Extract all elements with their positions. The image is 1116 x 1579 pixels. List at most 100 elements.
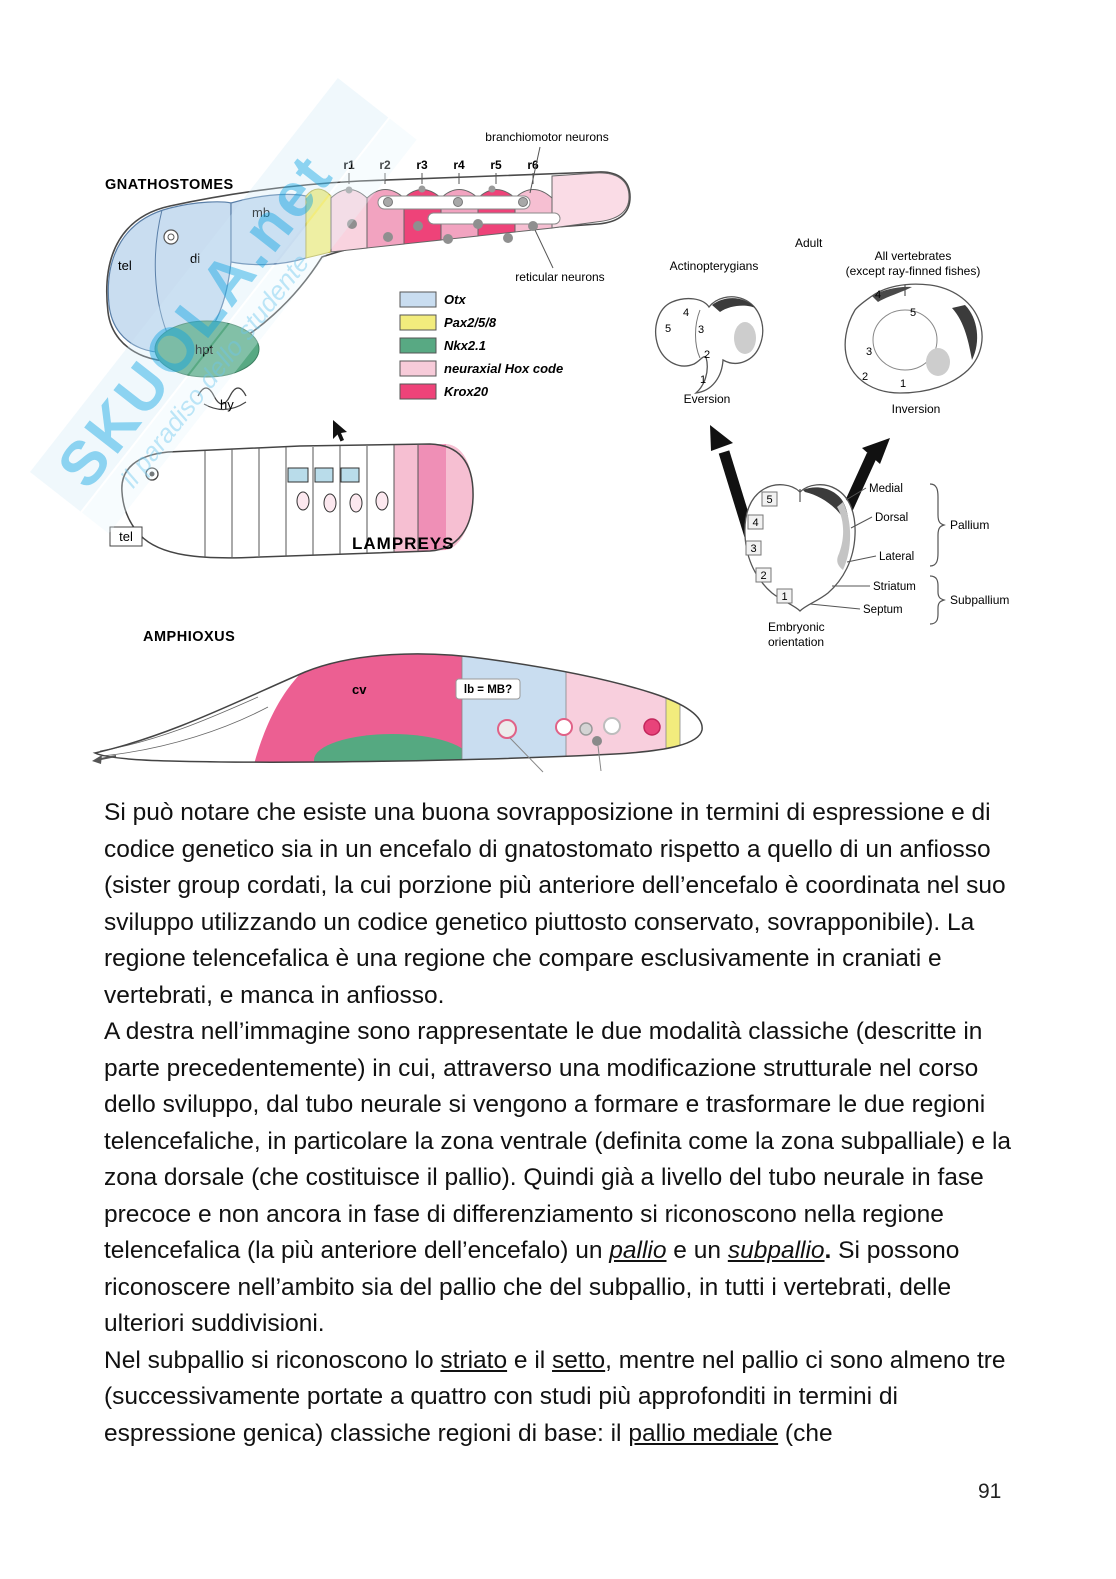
eversion-number-4: 4 [683, 307, 689, 319]
legend-label-nkx: Nkx2.1 [444, 338, 486, 353]
tel-label: tel [118, 258, 132, 273]
comparative-diagram: Adult Actinopterygians All vertebrates (… [655, 236, 1009, 649]
r2-label: r2 [379, 158, 391, 172]
all-vertebrates-label-1: All vertebrates [875, 249, 952, 263]
amphioxus-cell-3 [579, 722, 593, 736]
watermark-ribbon-2 [81, 118, 417, 534]
lampreys-title: LAMPREYS [352, 534, 454, 553]
body-text: Si può notare che esiste una buona sovra… [104, 795, 1016, 1452]
inversion-number-2: 2 [862, 371, 868, 383]
lamprey-tel-box [109, 526, 143, 547]
legend-label-krox: Krox20 [444, 384, 489, 399]
embryonic-orientation-label-1: Embryonic [768, 620, 825, 634]
eversion-number-2: 2 [704, 349, 710, 361]
amphioxus-diagram: AMPHIOXUS cv lb = MB? [92, 629, 703, 773]
embryonic-gray-band [837, 502, 851, 570]
inversion-number-3: 3 [866, 346, 872, 358]
lamprey-pink-endcap [446, 444, 474, 550]
inversion-dark-top [872, 286, 912, 302]
inversion-gray-region [926, 348, 950, 376]
reticular-column [427, 212, 561, 225]
embryonic-number-2: 2 [760, 570, 766, 582]
mouse-cursor-icon [333, 420, 347, 442]
embryonic-number-4: 4 [752, 517, 758, 529]
adult-label: Adult [795, 236, 823, 250]
hypophysis-squiggle [197, 387, 247, 405]
striatum-label: Striatum [873, 581, 916, 593]
hypothalamus-region [154, 320, 260, 378]
r3-label: r3 [416, 158, 428, 172]
inversion-label: Inversion [892, 402, 941, 416]
hpt-label: hpt [195, 342, 213, 357]
tel-di-divider [154, 209, 171, 341]
page-number: 91 [978, 1480, 1002, 1503]
paragraph: Si può notare che esiste una buona sovra… [104, 799, 1006, 1009]
amphioxus-cell-2 [555, 718, 573, 736]
hypophysis-arc [203, 401, 247, 411]
hy-label: hy [220, 397, 234, 412]
medial-label: Medial [869, 483, 903, 495]
embryonic-medial-dark [803, 487, 849, 526]
legend-label-pax: Pax2/5/8 [444, 315, 497, 330]
eye-vesicle-inner [167, 233, 175, 241]
r6-label: r6 [527, 158, 539, 172]
amphioxus-cv-label: cv [352, 682, 367, 697]
hox-tube [551, 172, 630, 229]
embryonic-number-tags: 5 4 3 2 1 [745, 491, 793, 604]
reticular-neurons-label: reticular neurons [515, 270, 604, 284]
legend-swatch-otx [399, 291, 437, 308]
subpallium-label: Subpallium [950, 593, 1009, 607]
eversion-inner-line [695, 309, 701, 359]
mb-label: mb [252, 205, 270, 220]
watermark-ribbon [29, 78, 389, 512]
subpallium-brace [929, 575, 946, 625]
lamprey-tel-label: tel [119, 529, 133, 544]
lamprey-eye-inner [149, 471, 155, 477]
actinopterygians-label: Actinopterygians [670, 259, 759, 273]
eversion-gray-region [734, 322, 756, 354]
embryonic-region-leaders [809, 487, 877, 610]
eversion-label: Eversion [684, 392, 731, 406]
figure-neuro-diagrams: GNATHOSTOMES [0, 0, 1116, 780]
inversion-ventricle [872, 309, 938, 371]
embryonic-section: 5 4 3 2 1 Medial Dorsal Lateral Striatum [744, 483, 1009, 649]
inversion-number-1: 1 [900, 378, 906, 390]
amphioxus-cell-4 [592, 736, 602, 746]
eversion-number-5: 5 [665, 323, 671, 335]
amphioxus-regions [252, 653, 681, 763]
reticular-neuron-dots [347, 219, 538, 244]
paragraph: A destra nell’immagine sono rappresentat… [104, 1018, 1012, 1337]
di-label: di [190, 251, 200, 266]
pallium-brace [929, 483, 946, 567]
embryonic-number-5: 5 [766, 494, 772, 506]
r5-label: r5 [490, 158, 502, 172]
paragraph: Nel subpallio si riconoscono lo striato … [104, 1346, 1006, 1447]
lamprey-pink-band-2 [418, 444, 446, 551]
eversion-number-1: 1 [700, 374, 706, 386]
lamprey-pink-band-1 [394, 445, 418, 552]
embryonic-orientation-label-2: orientation [768, 635, 824, 649]
inversion-number-5: 5 [910, 307, 916, 319]
lamprey-otx-patches [287, 467, 360, 483]
septum-label: Septum [863, 604, 903, 616]
amphioxus-notochord-line-2 [101, 706, 269, 757]
eversion-arrowhead-icon [710, 425, 733, 451]
legend-swatch-hox [399, 360, 437, 377]
eversion-section: 4 5 3 2 1 Eversion [655, 296, 764, 406]
reticular-leader-line [534, 229, 554, 269]
amphioxus-leader-1 [509, 737, 544, 773]
amphioxus-green-region [314, 734, 470, 763]
amphioxus-lb-label: lb = MB? [464, 684, 512, 696]
lamprey-segment-lines [204, 445, 419, 557]
inversion-number-4: 4 [875, 289, 881, 301]
inversion-dark-right [952, 305, 978, 360]
eversion-dark-region [712, 298, 755, 312]
branchiomotor-neurons-label: branchiomotor neurons [485, 130, 608, 144]
legend-label-hox: neuraxial Hox code [444, 361, 563, 376]
embryonic-number-3: 3 [750, 543, 756, 555]
embryonic-number-1: 1 [781, 591, 787, 603]
r1-label: r1 [343, 158, 355, 172]
legend-swatch-pax [399, 314, 437, 331]
inversion-arrowhead-icon [862, 438, 890, 464]
